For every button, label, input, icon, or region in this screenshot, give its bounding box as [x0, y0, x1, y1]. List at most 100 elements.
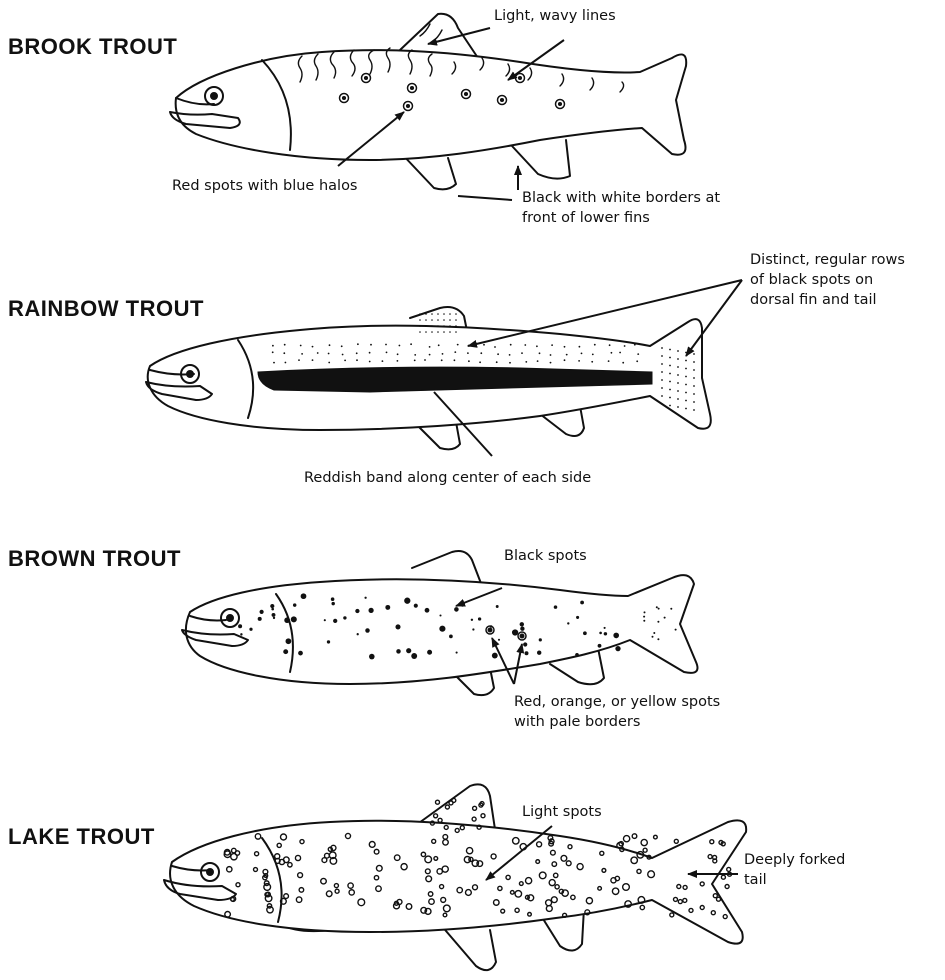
callout-line: Light, wavy lines [494, 6, 616, 26]
spot-dot [454, 359, 456, 361]
callout-line: Red, orange, or yellow spots [514, 692, 720, 712]
spot-dot [419, 319, 421, 321]
spot-dot [286, 638, 292, 644]
spot-dot [661, 355, 663, 357]
spot-dot [494, 346, 496, 348]
callout-line: Deeply forked [744, 850, 845, 870]
spot-dot [312, 359, 314, 361]
spot-dot [419, 325, 421, 327]
spot-dot [471, 619, 473, 621]
spot-dot [285, 362, 287, 364]
brown-trout-title: BROWN TROUT [8, 546, 181, 572]
spot-dot [455, 313, 457, 315]
spot-dot [395, 624, 400, 629]
brook-fin-borders-label: Black with white borders at front of low… [522, 188, 720, 228]
spot-ring [725, 885, 729, 889]
spot-dot [419, 331, 421, 333]
spot-dot [656, 606, 658, 608]
spot-dot [419, 313, 421, 315]
spot-dot [442, 353, 444, 355]
spot-dot [592, 354, 594, 356]
spot-dot [496, 605, 499, 608]
spot-dot [331, 597, 335, 601]
spot-dot [669, 349, 671, 351]
spot-dot [291, 616, 297, 622]
spot-dot [693, 361, 695, 363]
spot-dot [579, 346, 581, 348]
spot-dot [677, 358, 679, 360]
spot-dot [356, 359, 358, 361]
spot-dot [575, 653, 579, 657]
spot-dot [404, 598, 410, 604]
spot-dot [480, 352, 482, 354]
spot-dot [490, 625, 492, 627]
spot-dot [369, 352, 371, 354]
spot-dot [454, 351, 456, 353]
spot-dot [520, 627, 524, 631]
spot-dot [414, 360, 416, 362]
spot-dot [483, 344, 485, 346]
spot-dot [443, 325, 445, 327]
callout-line: Reddish band along center of each side [304, 468, 591, 488]
spot-dot [454, 607, 459, 612]
spot-dot [355, 609, 359, 613]
spot-dot [498, 639, 500, 641]
spot-dot [399, 345, 401, 347]
spot-dot [414, 604, 418, 608]
spot-dot [468, 360, 470, 362]
spot-dot [685, 400, 687, 402]
spot-dot [272, 351, 274, 353]
lake-light-spots-label: Light spots [522, 802, 602, 822]
spot-dot [427, 650, 432, 655]
spot-dot [693, 385, 695, 387]
spot-dot [637, 353, 639, 355]
spot-dot [467, 352, 469, 354]
spot-dot [669, 381, 671, 383]
spot-dot [581, 353, 583, 355]
spot-dot [604, 632, 607, 635]
spot-dot [693, 393, 695, 395]
spot-dot [270, 604, 274, 608]
spot-ring [674, 839, 678, 843]
spot-dot [443, 331, 445, 333]
brown-colored-spots-label: Red, orange, or yellow spots with pale b… [514, 692, 720, 732]
spot-ring [641, 839, 647, 845]
spot-dot [312, 346, 314, 348]
spot-dot [283, 649, 288, 654]
spot-dot [539, 638, 542, 641]
spot-dot [550, 362, 552, 364]
spot-dot [685, 360, 687, 362]
callout-line: with pale borders [514, 712, 720, 732]
spot-dot [658, 608, 660, 610]
spot-dot [576, 616, 579, 619]
spot-dot [324, 619, 326, 621]
spot-ring [727, 867, 731, 871]
callout-line: dorsal fin and tail [750, 290, 905, 310]
spot-dot [643, 620, 645, 622]
spot-dot [615, 646, 620, 651]
spot-dot [357, 633, 359, 635]
spot-dot [677, 398, 679, 400]
lake-trout-title: LAKE TROUT [8, 824, 155, 850]
brook-trout-drawing [170, 14, 686, 190]
spot-dot [272, 345, 274, 347]
spot-dot [677, 382, 679, 384]
spot-dot [510, 344, 512, 346]
spot-dot [439, 626, 445, 632]
spot-dot [693, 377, 695, 379]
rainbow-band-label: Reddish band along center of each side [304, 468, 591, 488]
spot-dot [437, 325, 439, 327]
spot-dot [455, 331, 457, 333]
spot-dot [550, 354, 552, 356]
spot-dot [410, 343, 412, 345]
spot-dot [356, 352, 358, 354]
spot-dot [661, 403, 663, 405]
spot-dot [669, 373, 671, 375]
spot-dot [258, 617, 262, 621]
spot-dot [329, 344, 331, 346]
spot-dot [431, 313, 433, 315]
spot-dot [443, 313, 445, 315]
spot-dot [693, 353, 695, 355]
spot-dot [525, 651, 529, 655]
